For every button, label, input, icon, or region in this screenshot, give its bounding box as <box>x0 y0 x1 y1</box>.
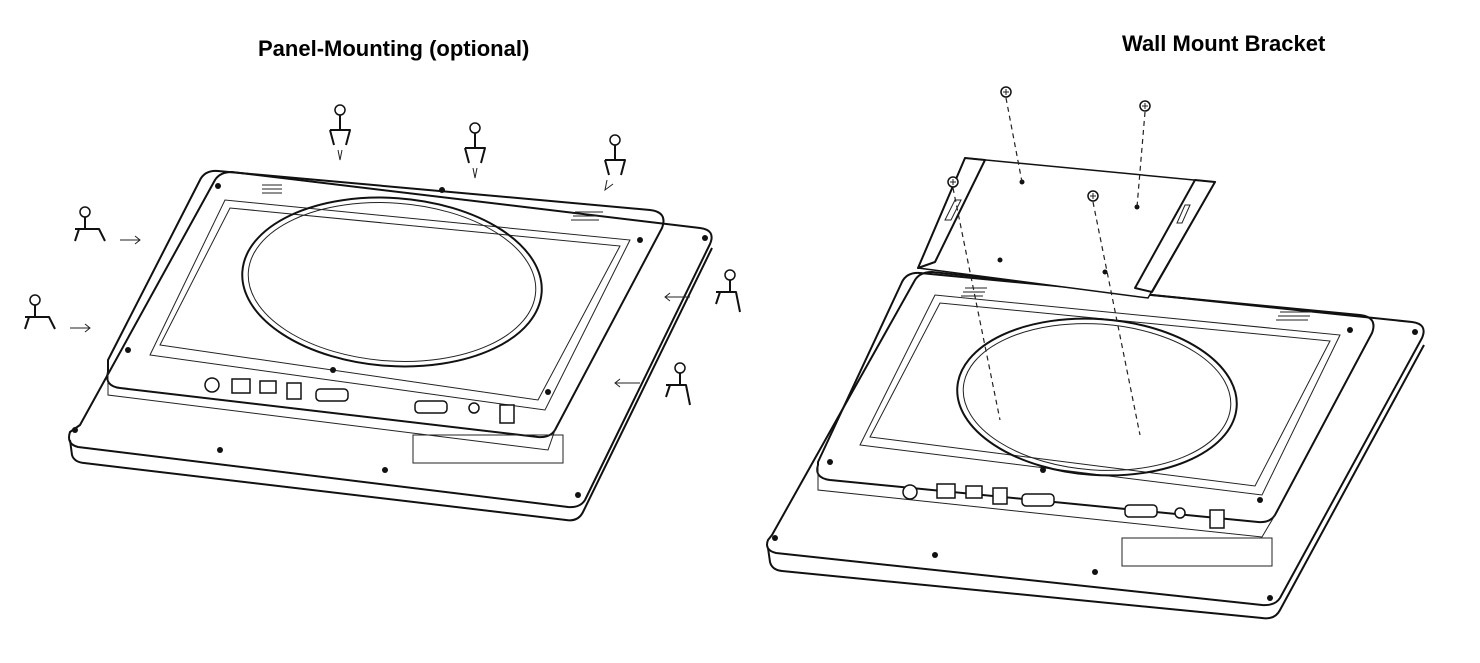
screw <box>1000 86 1023 183</box>
mounting-clip <box>604 134 626 192</box>
mounting-clip <box>24 294 91 333</box>
screw <box>1087 190 1141 436</box>
wall-mount-bracket-title: Wall Mount Bracket <box>1122 31 1326 56</box>
mounting-clip <box>664 269 741 313</box>
panel-mount-clips <box>24 104 741 406</box>
io-ports <box>902 483 1273 567</box>
mounting-clip <box>464 122 486 179</box>
screw <box>1136 100 1151 208</box>
wall-mount-screws <box>947 86 1151 436</box>
panel-mount-monitor <box>68 169 713 522</box>
wall-mount-monitor <box>766 271 1425 620</box>
screw <box>947 176 1001 421</box>
wall-mount-bracket <box>916 157 1217 299</box>
mounting-clip <box>614 362 691 406</box>
panel-mounting-title: Panel-Mounting (optional) <box>258 36 530 61</box>
mounting-clip <box>329 104 351 161</box>
mounting-clip <box>74 206 141 245</box>
io-ports <box>204 377 564 464</box>
